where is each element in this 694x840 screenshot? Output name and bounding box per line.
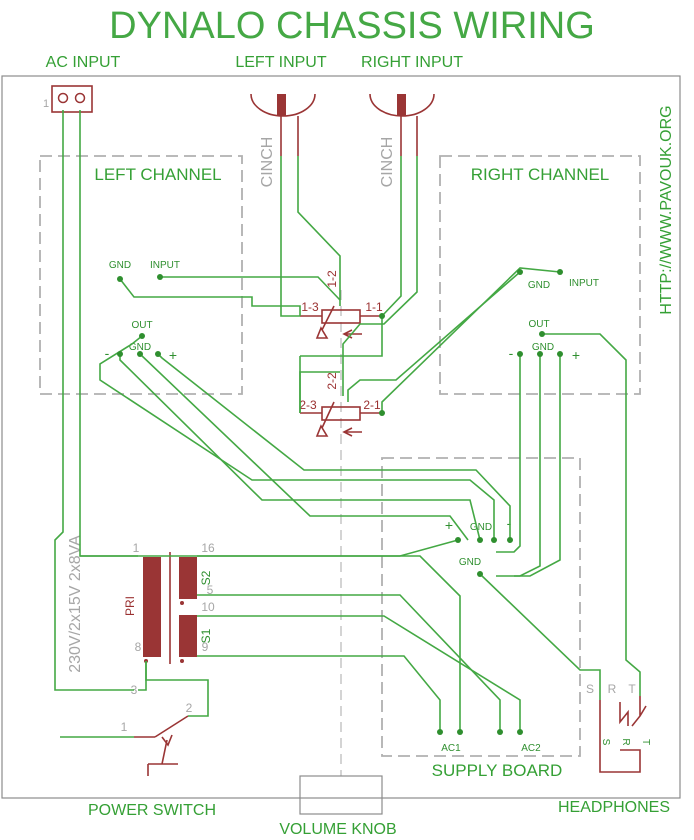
headphones-label: HEADPHONES bbox=[558, 799, 670, 816]
switch-body bbox=[147, 739, 178, 776]
switch-pin-1-label: 1 bbox=[121, 720, 128, 734]
ac-pin-1 bbox=[57, 92, 69, 104]
pot-1-2-label: 1-2 bbox=[325, 270, 339, 288]
switch-pin-2-label: 2 bbox=[186, 701, 193, 715]
volume-knob-outline bbox=[299, 775, 383, 815]
pot-1-1-label: 1-1 bbox=[365, 300, 383, 314]
right-out-label: OUT bbox=[528, 319, 549, 330]
jack-t-label: T bbox=[628, 682, 636, 696]
t10-label: 10 bbox=[201, 600, 215, 614]
headphone-jack-body bbox=[599, 700, 641, 773]
jack-s-small-label: S bbox=[600, 739, 611, 746]
supply-plus-label: + bbox=[445, 517, 453, 533]
left-cinch-pin bbox=[277, 94, 286, 116]
volume-knob-label: VOLUME KNOB bbox=[279, 821, 396, 838]
transformer-primary bbox=[143, 557, 161, 657]
right-channel-outline bbox=[439, 155, 641, 395]
ac-pin-2 bbox=[74, 92, 86, 104]
pot-2-2-label: 2-2 bbox=[325, 372, 339, 390]
left-out-label: OUT bbox=[131, 320, 152, 331]
transformer-rating-label: 230V/2x15V 2x8VA bbox=[67, 535, 84, 673]
pot-1-3-label: 1-3 bbox=[301, 300, 319, 314]
right-input-pin-label: INPUT bbox=[569, 278, 599, 289]
diagram-title: DYNALO CHASSIS WIRING bbox=[109, 5, 595, 47]
right-cinch-pin bbox=[397, 94, 406, 116]
left-channel-label: LEFT CHANNEL bbox=[94, 165, 221, 184]
ac1-label: AC1 bbox=[441, 743, 461, 754]
supply-gnd-label: GND bbox=[470, 522, 492, 533]
supply-headphone-gnd-label: GND bbox=[459, 557, 481, 568]
right-in-gnd-label: GND bbox=[528, 280, 550, 291]
s2-label: S2 bbox=[199, 570, 213, 585]
right-input-label: RIGHT INPUT bbox=[361, 54, 463, 71]
pot-1-wiper bbox=[315, 305, 335, 339]
transformer-secondary-s1 bbox=[179, 615, 197, 657]
right-minus-label: - bbox=[509, 345, 514, 361]
s1-label: S1 bbox=[199, 628, 213, 643]
supply-board-label: SUPPLY BOARD bbox=[432, 761, 563, 780]
supply-board-outline bbox=[381, 457, 581, 757]
ac-input-connector bbox=[51, 85, 93, 113]
left-plus-label: + bbox=[169, 347, 177, 363]
supply-minus-label: - bbox=[507, 515, 512, 531]
left-in-gnd-label: GND bbox=[109, 260, 131, 271]
pot-2-wiper bbox=[315, 401, 335, 437]
left-minus-label: - bbox=[105, 345, 110, 361]
jack-t-small-label: T bbox=[640, 739, 651, 745]
t8-label: 8 bbox=[135, 640, 142, 654]
right-plus-label: + bbox=[572, 347, 580, 363]
jack-s-label: S bbox=[586, 682, 594, 696]
left-input-label: LEFT INPUT bbox=[235, 54, 327, 71]
chassis-outline bbox=[1, 75, 681, 799]
connection-dots bbox=[117, 269, 563, 735]
pot-2-3-label: 2-3 bbox=[299, 398, 317, 412]
jack-r-small-label: R bbox=[620, 738, 631, 745]
ac-pin-number: 1 bbox=[43, 98, 49, 110]
right-channel-label: RIGHT CHANNEL bbox=[471, 165, 610, 184]
wiring-traces bbox=[54, 110, 641, 738]
switch-actuator bbox=[161, 734, 173, 747]
transformer-secondary-s2 bbox=[179, 557, 197, 599]
t16-label: 16 bbox=[201, 541, 215, 555]
switch-lever bbox=[154, 715, 189, 738]
headphone-jack-ring bbox=[619, 702, 629, 726]
left-out-gnd-label: GND bbox=[129, 342, 151, 353]
switch-pin-3-label: 3 bbox=[131, 683, 138, 697]
cinch-left-label: CINCH bbox=[259, 137, 276, 188]
power-switch-label: POWER SWITCH bbox=[88, 802, 216, 819]
pot-2-1-label: 2-1 bbox=[363, 398, 381, 412]
left-channel-outline bbox=[39, 155, 243, 395]
t9-label: 9 bbox=[202, 640, 209, 654]
right-out-gnd-label: GND bbox=[532, 342, 554, 353]
cinch-right-label: CINCH bbox=[379, 137, 396, 188]
ac-input-label: AC INPUT bbox=[46, 54, 121, 71]
ac2-label: AC2 bbox=[521, 743, 541, 754]
t1-label: 1 bbox=[133, 541, 140, 555]
headphone-jack-tip bbox=[631, 696, 647, 727]
jack-r-label: R bbox=[608, 682, 617, 696]
left-input-pin-label: INPUT bbox=[150, 260, 180, 271]
t5-label: 5 bbox=[207, 583, 214, 597]
pri-label: PRI bbox=[123, 596, 137, 616]
website-label: HTTP://WWW.PAVOUK.ORG bbox=[658, 105, 675, 314]
